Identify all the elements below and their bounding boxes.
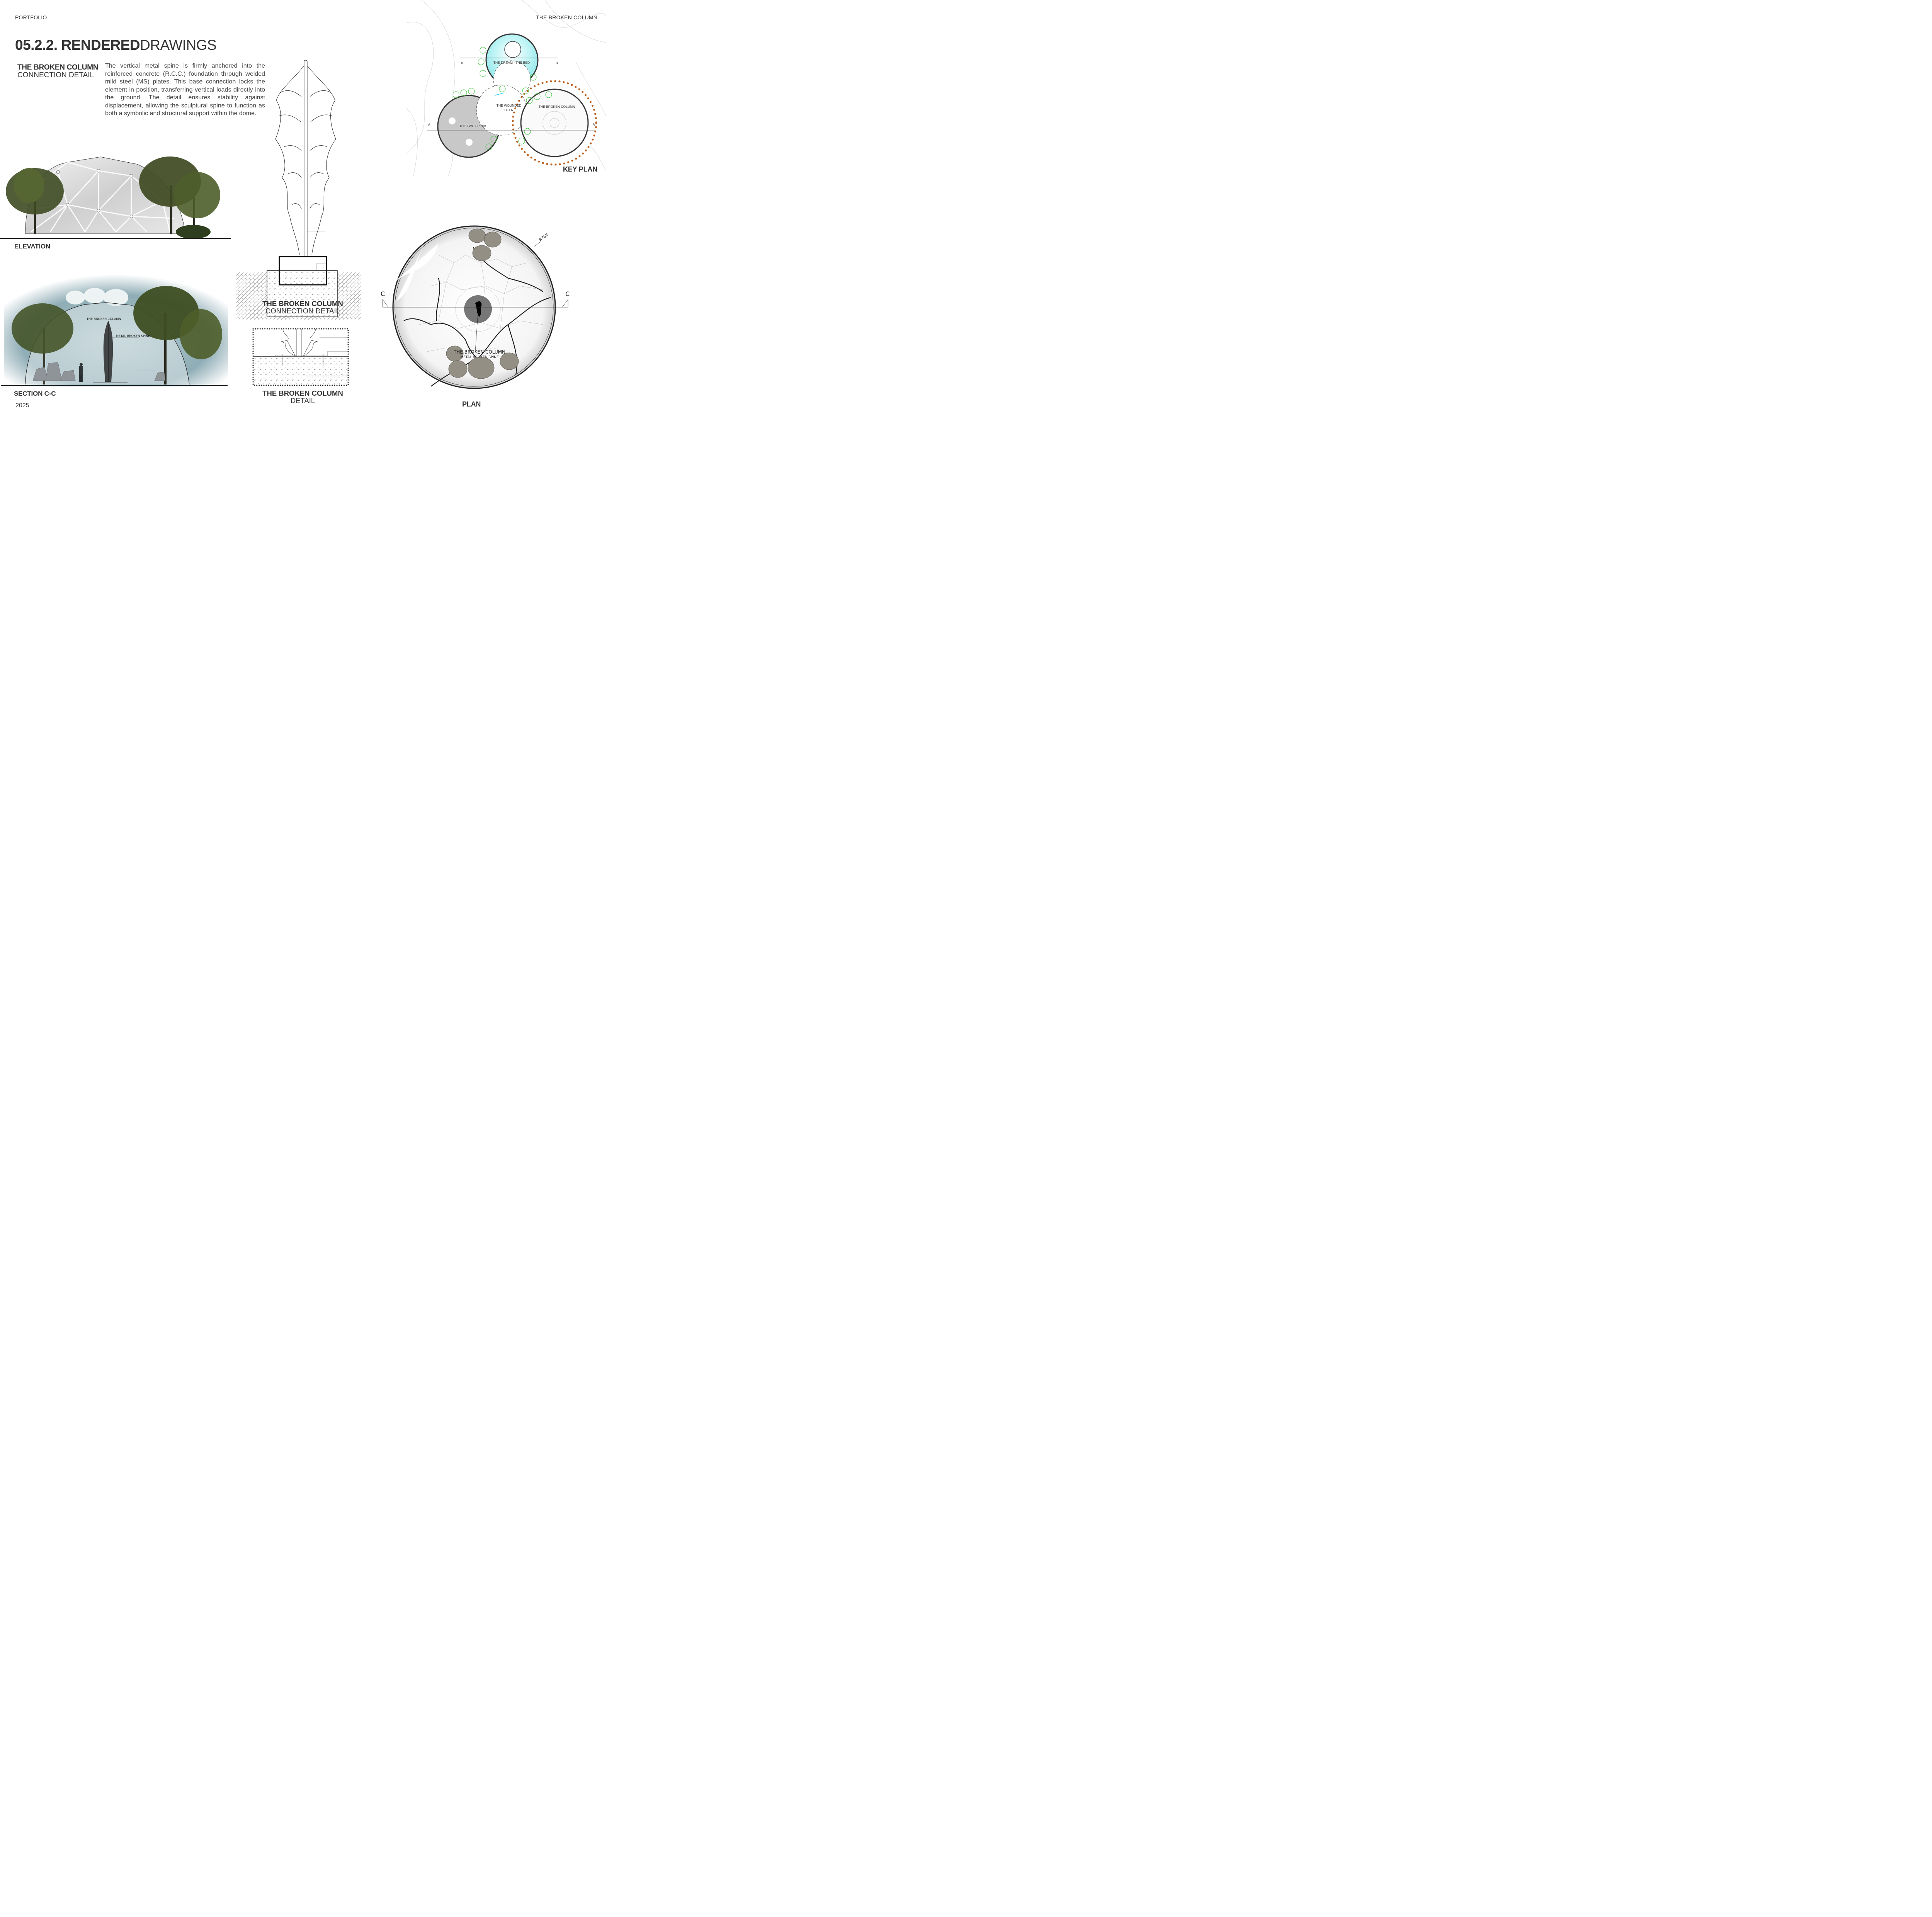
plan-radius-dimension: R768 — [538, 233, 549, 242]
voronoi-floor-icon — [419, 255, 543, 356]
section-label: SECTION C-C — [14, 390, 56, 397]
subtitle-light: CONNECTION DETAIL — [17, 71, 94, 79]
section-mark-a-right: A — [593, 123, 595, 126]
metal-spine-icon — [103, 321, 113, 382]
connection-detail-drawing — [234, 58, 363, 321]
floor-cracks-icon — [403, 247, 551, 387]
tree-left-icon — [12, 303, 73, 384]
zone-deer-label-1: THE WOUNDED — [497, 104, 521, 107]
detail-caption-light: DETAIL — [290, 396, 315, 405]
page-title: 05.2.2. RENDEREDDRAWINGS — [15, 37, 217, 53]
key-plan-drawing: B B A A THE DREAM - THE BED THE WOUNDED … — [405, 0, 606, 176]
tree-left-icon — [6, 168, 64, 234]
zone-deer-label-2: DEER — [504, 108, 514, 112]
plan-label: PLAN — [462, 400, 481, 408]
connection-detail-caption: THE BROKEN COLUMN CONNECTION DETAIL — [247, 300, 358, 315]
plan-drawing: C C R768 THE BROKEN COLUMN METAL BROKEN … — [381, 224, 570, 390]
person-silhouette-icon — [79, 363, 83, 382]
key-plan-svg: B B A A THE DREAM - THE BED THE WOUNDED … — [405, 0, 606, 176]
title-light: DRAWINGS — [140, 37, 217, 53]
description-paragraph: The vertical metal spine is firmly ancho… — [105, 63, 265, 117]
section-mark-b-right: B — [556, 61, 558, 65]
section-drawing: THE BROKEN COLUMN METAL BROKEN SPINE CRA… — [0, 270, 232, 388]
elevation-label: ELEVATION — [14, 243, 50, 250]
detail-caption-bold: THE BROKEN COLUMN — [262, 389, 343, 397]
zone-fridas-label: THE TWO FRIDAS — [459, 124, 488, 128]
plan-section-mark-left: C — [381, 290, 385, 298]
title-bold: RENDERED — [61, 37, 140, 53]
spine-outline-icon — [275, 60, 336, 257]
section-spine-annotation: METAL BROKEN SPINE — [116, 334, 150, 338]
tree-right-icon — [139, 156, 220, 239]
detail-caption: THE BROKEN COLUMN DETAIL — [247, 390, 358, 404]
year-label: 2025 — [15, 402, 29, 409]
key-plan-label: KEY PLAN — [563, 165, 597, 173]
plan-spine-annotation: METAL BROKEN SPINE — [460, 356, 499, 359]
plan-column-annotation: THE BROKEN COLUMN — [453, 349, 505, 355]
subtitle-bold: THE BROKEN COLUMN — [17, 63, 99, 71]
section-floor-annotation: CRACKED FLOOR — [131, 368, 158, 372]
clouds-icon — [66, 288, 128, 306]
title-number: 05.2.2. — [15, 37, 58, 53]
rocks-icon — [32, 362, 166, 381]
section-column-annotation: THE BROKEN COLUMN — [86, 317, 121, 321]
zone-dream-label: THE DREAM - THE BED — [493, 61, 530, 65]
project-name-label: THE BROKEN COLUMN — [536, 14, 597, 20]
elevation-drawing — [0, 155, 232, 240]
connection-caption-bold: THE BROKEN COLUMN — [262, 299, 343, 308]
section-subtitle: THE BROKEN COLUMN CONNECTION DETAIL — [17, 64, 98, 79]
portfolio-label: PORTFOLIO — [15, 14, 47, 20]
spine-base-fins-icon — [281, 329, 318, 357]
base-detail-drawing — [252, 328, 349, 386]
boulders-icon — [446, 228, 519, 379]
connection-caption-light: CONNECTION DETAIL — [265, 307, 340, 315]
plan-section-mark-right: C — [565, 290, 570, 298]
section-mark-b-left: B — [461, 61, 463, 65]
column-footprint-icon — [475, 301, 482, 317]
section-mark-a-left: A — [428, 123, 430, 126]
tree-right-icon — [133, 286, 222, 384]
zone-broken-label: THE BROKEN COLUMN — [539, 105, 575, 109]
